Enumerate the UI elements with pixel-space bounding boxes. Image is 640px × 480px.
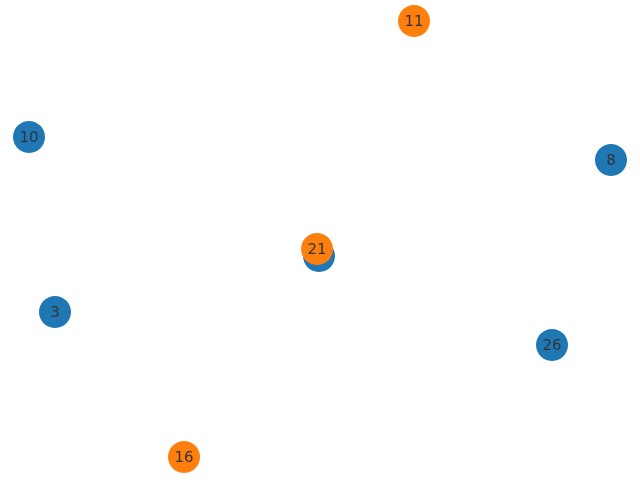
node-circle xyxy=(536,329,568,361)
node-circle xyxy=(301,233,333,265)
node-label: 3 xyxy=(50,303,60,321)
node-label: 26 xyxy=(542,336,561,354)
node-circle xyxy=(595,144,627,176)
node-label: 21 xyxy=(307,240,326,258)
node-label: 11 xyxy=(404,12,423,30)
node-label: 10 xyxy=(19,128,38,146)
graph-node: 10 xyxy=(13,121,45,153)
node-label: 16 xyxy=(174,448,193,466)
node-label: 8 xyxy=(606,151,616,169)
graph-node: 11 xyxy=(398,5,430,37)
node-circle xyxy=(13,121,45,153)
node-circle xyxy=(168,441,200,473)
graph-node: 16 xyxy=(168,441,200,473)
node-circle xyxy=(39,296,71,328)
graph-node: 21 xyxy=(301,233,333,265)
node-circle xyxy=(398,5,430,37)
graph-node: 26 xyxy=(536,329,568,361)
nodes-layer: 11108202132616 xyxy=(13,5,627,473)
graph-node: 8 xyxy=(595,144,627,176)
graph-node: 3 xyxy=(39,296,71,328)
